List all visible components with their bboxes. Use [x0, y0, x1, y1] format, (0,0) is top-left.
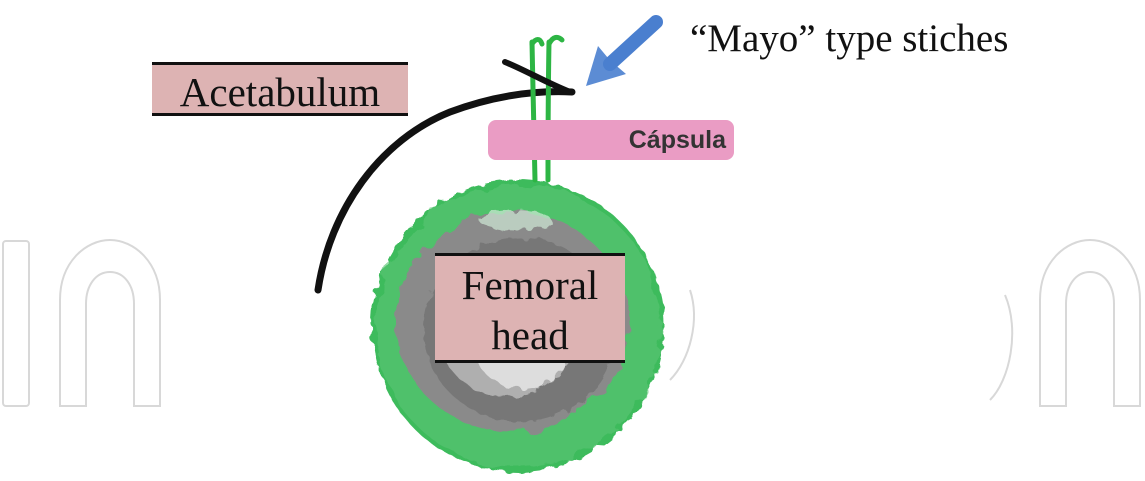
capsule-label: Cápsula: [488, 120, 734, 160]
femoral-head-label-line1: Femoral: [435, 260, 625, 310]
femoral-head-label: Femoral head: [435, 253, 625, 363]
arrow-icon: [586, 22, 656, 86]
mayo-stitches-label: “Mayo” type stiches: [690, 16, 1008, 61]
acetabulum-label: Acetabulum: [152, 62, 408, 116]
femoral-head-label-line2: head: [435, 310, 625, 360]
suture-knot: [505, 62, 570, 92]
